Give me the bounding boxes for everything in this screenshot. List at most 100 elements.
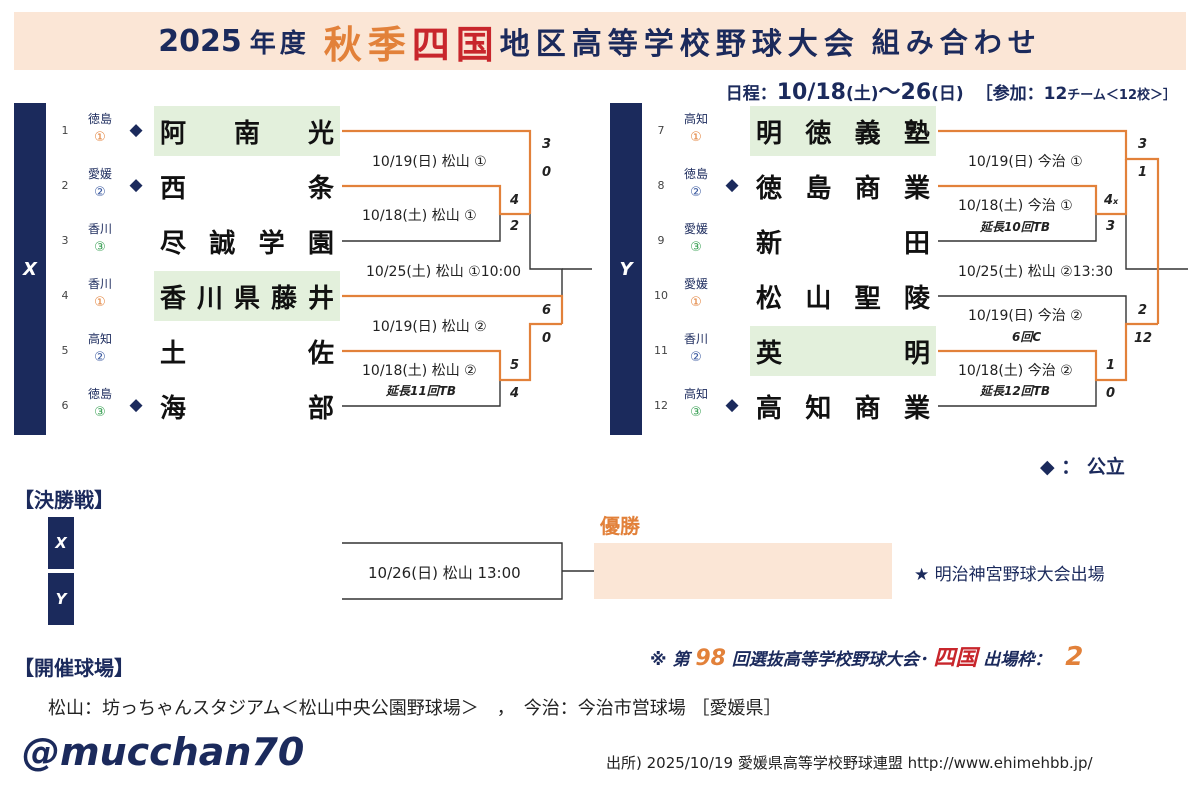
game-label: 10/19(日) 今治 ①: [968, 154, 1083, 170]
champion-label: 優勝: [600, 514, 640, 538]
page-title: 2025 年度 秋季 四国 地区高等学校野球大会 組み合わせ: [14, 12, 1186, 70]
venues-text: 松山：坊っちゃんスタジアム＜松山中央公園野球場＞ ， 今治：今治市営球場 ［愛媛…: [48, 698, 782, 719]
game-label: 10/19(日) 松山 ①: [372, 154, 487, 170]
game-label: 10/19(日) 今治 ②: [968, 308, 1083, 324]
prefecture-rank: ③: [94, 405, 106, 420]
senbatsu-middle: 回選抜高等学校野球大会･: [731, 650, 928, 670]
seed-number: 1: [61, 124, 69, 137]
title-year: 2025: [158, 23, 242, 59]
team-name-char: 土: [160, 338, 187, 369]
score: 0: [542, 165, 552, 180]
block-y-label: Y: [619, 258, 633, 280]
semifinal-label: 10/25(土) 松山 ②13:30: [958, 264, 1114, 280]
author-handle: @mucchan70: [22, 730, 305, 774]
game-note: 延長10回TB: [980, 220, 1051, 234]
source-note: 出所) 2025/10/19 愛媛県高等学校野球連盟 http://www.eh…: [606, 754, 1093, 772]
team-name-char: 海: [160, 393, 187, 424]
schedule: 日程：10/18(土)～26(日) ［参加：12チーム＜12校＞］: [726, 74, 1176, 106]
final-x-label: X: [55, 534, 67, 552]
team-name-char: 明: [903, 338, 930, 369]
score: 4x: [1104, 193, 1118, 208]
public-school-diamond-icon: ◆: [129, 120, 143, 140]
schedule-dow-b: (日): [931, 84, 964, 104]
senbatsu-region: 四国: [933, 646, 978, 671]
team-name: 土佐: [154, 326, 340, 376]
final-y-label: Y: [55, 590, 67, 608]
bracket-win-line: [342, 129, 532, 214]
legend-public-label: ： 公立: [1061, 456, 1125, 478]
team-name-char: 園: [307, 228, 334, 259]
game-label: 10/18(土) 松山 ②: [362, 363, 477, 379]
score: 4: [510, 386, 520, 401]
prefecture-rank: ③: [94, 240, 106, 255]
team-name: 西条: [154, 161, 340, 211]
meiji-jingu-note: ★ 明治神宮野球大会出場: [914, 565, 1105, 585]
game-label: 10/18(土) 今治 ②: [958, 363, 1073, 379]
seed-number: 6: [61, 399, 69, 412]
diamond-icon: ◆: [1040, 456, 1055, 478]
team-name-char: 島: [805, 173, 832, 204]
team-name-char: 香: [160, 283, 187, 314]
team-name-char: 新: [756, 228, 783, 259]
team-name: 明徳義塾: [750, 106, 936, 156]
schedule-participation-unit: チーム＜12校＞］: [1067, 88, 1176, 103]
bracket-line: [342, 380, 501, 407]
public-school-diamond-icon: ◆: [725, 395, 739, 415]
seed-number: 5: [61, 344, 69, 357]
team-name: 尽誠学園: [154, 216, 340, 266]
team-name-char: 商: [854, 393, 881, 424]
senbatsu-note: ※ 第 98 回選抜高等学校野球大会･ 四国 出場枠： 2: [650, 640, 1083, 672]
schedule-date-b: 26: [900, 80, 932, 105]
schedule-participation: ［参加：12: [975, 84, 1068, 104]
block-y-bar: Y: [610, 103, 642, 435]
prefecture-label: 香川: [87, 277, 112, 291]
public-school-diamond-icon: ◆: [725, 175, 739, 195]
prefecture-label: 徳島: [683, 167, 708, 181]
prefecture-rank: ②: [94, 185, 106, 200]
game-note: 延長11回TB: [386, 384, 457, 398]
team-name-char: 業: [903, 173, 930, 204]
score: 5: [510, 358, 520, 373]
prefecture-rank: ①: [690, 295, 702, 310]
team-name-char: 条: [307, 173, 334, 204]
bracket-line: [938, 295, 1127, 324]
seed-number: 2: [61, 179, 69, 192]
bracket-win-line: [938, 322, 1158, 382]
team-name-char: 南: [233, 118, 260, 149]
prefecture-label: 香川: [683, 332, 708, 346]
seed-number: 10: [654, 289, 668, 302]
team-name-char: 業: [903, 393, 930, 424]
prefecture-rank: ①: [690, 130, 702, 145]
seed-number: 12: [654, 399, 668, 412]
team-name-char: 川: [196, 283, 223, 314]
title-season: 秋季: [323, 22, 412, 67]
game-note: 6回C: [1012, 330, 1042, 344]
prefecture-label: 高知: [683, 387, 708, 401]
team-name: 徳島商業: [750, 161, 936, 211]
senbatsu-suffix: 出場枠：: [983, 650, 1052, 670]
title-band: [14, 12, 1186, 70]
game-note: 延長12回TB: [980, 384, 1051, 398]
team-name-char: 部: [307, 393, 334, 424]
team-name-char: 光: [307, 118, 334, 149]
schedule-tilde: ～: [878, 80, 901, 105]
seed-number: 11: [654, 344, 668, 357]
score: 1: [1106, 358, 1116, 373]
title-region: 四国: [411, 22, 500, 67]
prefecture-rank: ③: [690, 405, 702, 420]
schedule-date-a: 10/18: [776, 80, 846, 105]
final-game-label: 10/26(日) 松山 13:00: [368, 564, 521, 582]
prefecture-label: 徳島: [87, 112, 112, 126]
team-name-char: 高: [756, 393, 783, 424]
game-label: 10/18(土) 今治 ①: [958, 198, 1073, 214]
score: 0: [1106, 386, 1116, 401]
score: 3: [1138, 137, 1148, 152]
team-name-char: 西: [160, 173, 187, 204]
schedule-prefix: 日程：: [725, 84, 777, 104]
bracket-win-line: [342, 294, 564, 324]
bracket-line: [938, 214, 1097, 242]
legend-public: ◆ ： 公立: [1040, 452, 1125, 479]
team-name: 英明: [750, 326, 936, 376]
team-name-char: 佐: [307, 338, 334, 369]
